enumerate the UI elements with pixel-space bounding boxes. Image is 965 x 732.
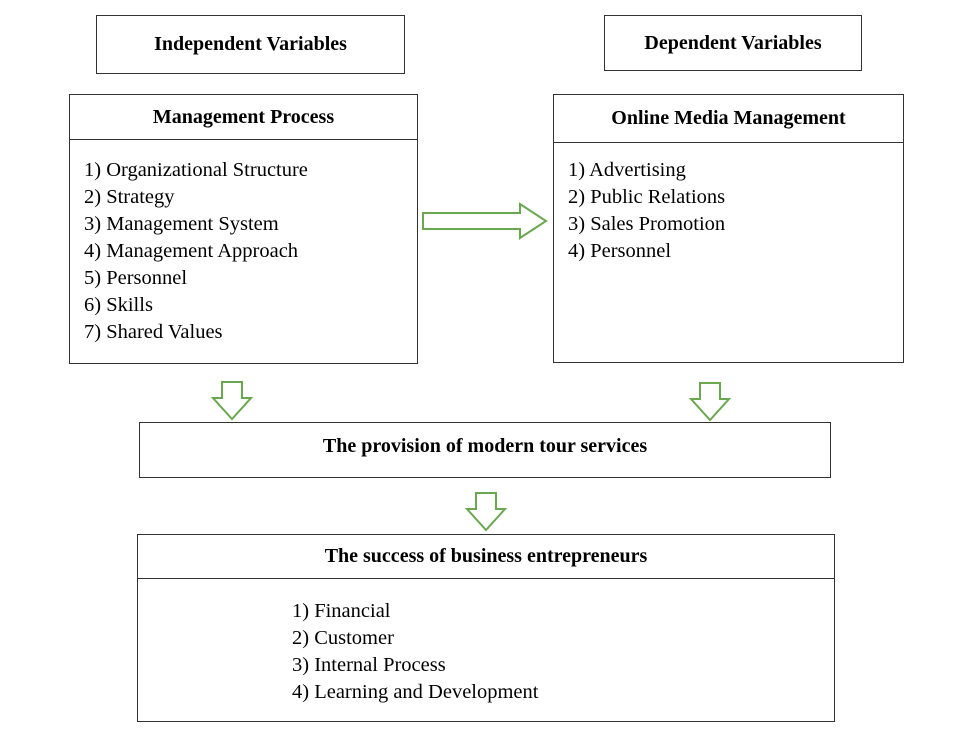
list-item: 2) Customer xyxy=(292,627,394,649)
independent-variables-label: Independent Variables xyxy=(96,15,405,74)
list-item: 2) Strategy xyxy=(84,186,175,208)
dependent-variables-text: Dependent Variables xyxy=(644,31,822,54)
online-media-management-box: Online Media Management 1) Advertising 2… xyxy=(553,94,904,363)
down-arrow-icon xyxy=(210,381,254,421)
list-item: 3) Management System xyxy=(84,213,279,235)
management-process-box: Management Process 1) Organizational Str… xyxy=(69,94,418,364)
management-process-list: 1) Organizational Structure 2) Strategy … xyxy=(70,140,417,346)
list-item: 5) Personnel xyxy=(84,267,188,289)
list-item: 2) Public Relations xyxy=(568,186,726,208)
success-title: The success of business entrepreneurs xyxy=(138,535,834,579)
management-process-title: Management Process xyxy=(70,95,417,140)
dependent-variables-label: Dependent Variables xyxy=(604,15,862,71)
success-list: 1) Financial 2) Customer 3) Internal Pro… xyxy=(138,579,834,706)
list-item: 1) Advertising xyxy=(568,159,686,181)
online-media-management-title: Online Media Management xyxy=(554,95,903,143)
list-item: 4) Management Approach xyxy=(84,240,299,262)
list-item: 3) Sales Promotion xyxy=(568,213,726,235)
list-item: 4) Learning and Development xyxy=(292,681,539,703)
online-media-management-list: 1) Advertising 2) Public Relations 3) Sa… xyxy=(554,143,903,265)
list-item: 4) Personnel xyxy=(568,240,672,262)
independent-variables-text: Independent Variables xyxy=(154,33,347,55)
provision-box: The provision of modern tour services xyxy=(139,422,831,478)
list-item: 1) Financial xyxy=(292,600,391,622)
list-item: 3) Internal Process xyxy=(292,654,446,676)
down-arrow-icon xyxy=(464,492,508,532)
provision-text: The provision of modern tour services xyxy=(322,435,648,457)
list-item: 6) Skills xyxy=(84,294,153,316)
list-item: 7) Shared Values xyxy=(84,321,223,343)
list-item: 1) Organizational Structure xyxy=(84,159,308,181)
down-arrow-icon xyxy=(688,382,732,422)
success-box: The success of business entrepreneurs 1)… xyxy=(137,534,835,722)
right-arrow-icon xyxy=(422,202,548,240)
